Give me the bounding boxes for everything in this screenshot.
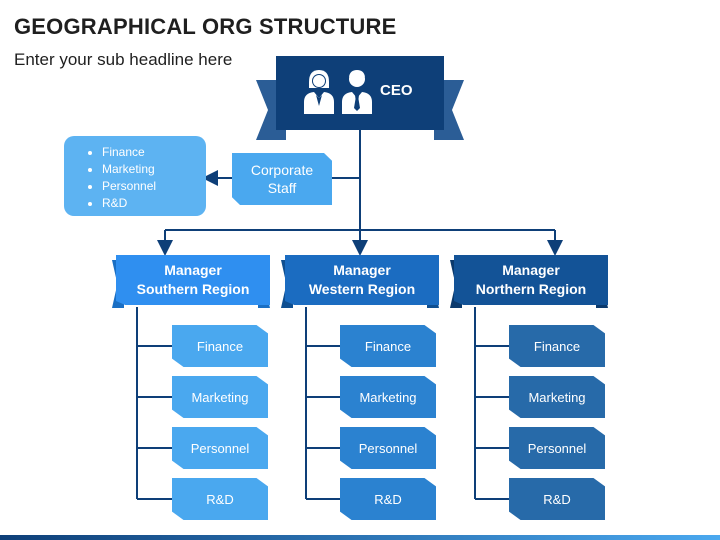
southern-dept-finance[interactable]: Finance — [172, 325, 268, 367]
page-title: GEOGRAPHICAL ORG STRUCTURE — [14, 14, 397, 39]
southern-dept-personnel[interactable]: Personnel — [172, 427, 268, 469]
western-dept-rnd[interactable]: R&D — [340, 478, 436, 520]
corporate-staff-node[interactable]: Corporate Staff — [232, 153, 332, 205]
corporate-staff-line2: Staff — [267, 180, 297, 196]
list-item: Personnel — [102, 178, 206, 195]
manager-southern-line1: Manager — [164, 262, 222, 278]
manager-northern-line1: Manager — [502, 262, 560, 278]
manager-northern-line2: Northern Region — [475, 281, 587, 297]
manager-southern-node[interactable]: Manager Southern Region — [116, 255, 270, 305]
ceo-box — [276, 56, 444, 130]
western-dept-finance[interactable]: Finance — [340, 325, 436, 367]
list-item: Marketing — [102, 161, 206, 178]
northern-dept-marketing[interactable]: Marketing — [509, 376, 605, 418]
female-person-icon — [304, 70, 334, 114]
manager-western-line1: Manager — [333, 262, 391, 278]
corporate-staff-line1: Corporate — [250, 162, 314, 178]
western-dept-personnel[interactable]: Personnel — [340, 427, 436, 469]
manager-western-node[interactable]: Manager Western Region — [285, 255, 439, 305]
bottom-accent-bar — [0, 535, 720, 540]
ceo-node[interactable]: CEO — [256, 56, 464, 142]
northern-dept-rnd[interactable]: R&D — [509, 478, 605, 520]
southern-dept-marketing[interactable]: Marketing — [172, 376, 268, 418]
northern-dept-finance[interactable]: Finance — [509, 325, 605, 367]
list-item: Finance — [102, 144, 206, 161]
male-person-icon — [342, 70, 372, 114]
western-dept-marketing[interactable]: Marketing — [340, 376, 436, 418]
manager-western-line2: Western Region — [308, 281, 416, 297]
list-item: R&D — [102, 195, 206, 212]
manager-northern-node[interactable]: Manager Northern Region — [454, 255, 608, 305]
page-subtitle: Enter your sub headline here — [14, 50, 233, 69]
southern-dept-rnd[interactable]: R&D — [172, 478, 268, 520]
corporate-functions-box[interactable]: Finance Marketing Personnel R&D — [64, 136, 206, 216]
manager-southern-line2: Southern Region — [136, 281, 250, 297]
northern-dept-personnel[interactable]: Personnel — [509, 427, 605, 469]
ceo-label: CEO — [380, 82, 413, 99]
